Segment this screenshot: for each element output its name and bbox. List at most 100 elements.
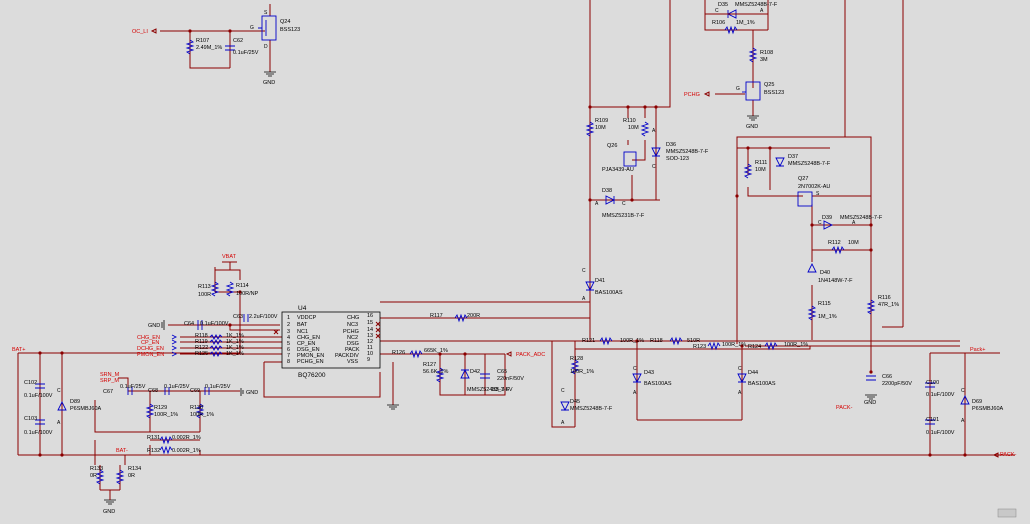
resistor-r132: R132 0.002R_1%	[147, 445, 201, 455]
u4-rpin-10-num: 10	[367, 351, 373, 357]
c67-value: 0.1uF/25V	[120, 384, 146, 390]
mosfet-q26: Q26 PJA3439-AU	[602, 143, 637, 173]
u4-rpin-16-name: CHG	[347, 315, 359, 321]
c102-ref: C102	[24, 380, 37, 386]
resistor-r106: R106 1M_1%	[712, 20, 755, 35]
r117-value: 200R	[467, 313, 480, 319]
zener-d35: D35 MMSZ5248B-7-F C A	[705, 2, 778, 19]
r114-value: 100R/NP	[236, 291, 259, 297]
u4-left-pins: 1 VDDCP 2 BAT 3 NC1 4 CHG_EN 5 CP_EN 6 D…	[287, 315, 324, 365]
resistor-r127: R127 56.6K_1%	[423, 362, 448, 383]
c101-value: 0.1uF/100V	[926, 430, 955, 436]
mosfet-q24: Q24 BSS123 G S D	[250, 10, 300, 50]
r109-ref: R109	[595, 118, 608, 124]
u4-rpin-10-name: PACKDIV	[335, 353, 359, 359]
r124-value: 100R_1%	[784, 342, 808, 348]
r115-ref: R115	[818, 301, 831, 307]
u4-part: BQ76200	[298, 372, 326, 379]
r111-value: 10M	[755, 167, 766, 173]
r124-ref: R124	[748, 344, 761, 350]
r118-value: 1K_1%	[226, 333, 244, 339]
r121-ref: R121	[582, 338, 595, 344]
capacitor-c62: C62 0.1uF/25V	[225, 38, 259, 56]
net-pack-minus-mid: PACK-	[836, 405, 853, 411]
c66-value: 2200pF/50V	[882, 381, 912, 387]
u4-lpin-1-name: VDDCP	[297, 315, 317, 321]
capacitor-c68: C68 0.1uF/25V	[148, 384, 190, 395]
net-pack-adc: PACK_ADC	[516, 352, 545, 358]
q25-pin-g: G	[736, 86, 740, 92]
zener-d45: D45 MMSZ5248B-7-F C A	[560, 388, 613, 426]
gnd-label-c64: GND	[148, 323, 160, 329]
resistor-r129: R129 100R_1%	[145, 403, 178, 419]
u4-lpin-2-name: BAT	[297, 322, 308, 328]
d69-ref: D69	[972, 399, 982, 405]
net-pmon-en: PMON_EN	[137, 352, 164, 358]
u4-lpin-6-name: DSG_EN	[297, 347, 320, 353]
capacitor-c103: C103 0.1uF/100V	[24, 416, 53, 436]
d69-pin-c: C	[961, 388, 965, 394]
d45-value: MMSZ5248B-7-F	[570, 406, 613, 412]
net-chg-en: CHG_EN	[137, 335, 160, 341]
net-bat-plus: BAT+	[12, 347, 26, 353]
c69-value: 0.1uF/25V	[205, 384, 231, 390]
diode-d44: D44 BAS100AS C A	[737, 366, 776, 396]
d41-ref: D41	[595, 278, 605, 284]
r126-value: 665K_1%	[424, 348, 448, 354]
input-resistors: R118 1K_1% R119 1K_1% R122 1K_1% R125 1K…	[171, 333, 244, 358]
net-srn: SRN_M	[100, 372, 120, 378]
u4-right-pins: CHG 16 NC3 15 PCHG 14 NC2 13 DSG 12 PACK…	[335, 313, 373, 365]
r108-ref: R108	[760, 50, 773, 56]
c103-ref: C103	[24, 416, 37, 422]
r133-ref: R133	[90, 466, 103, 472]
u4-lpin-7-name: PMON_EN	[297, 353, 324, 359]
d41-pin-a: A	[582, 296, 586, 302]
u4-lpin-5-name: CP_EN	[297, 341, 315, 347]
capacitor-c69: C69 0.1uF/25V	[190, 384, 231, 395]
d39-ref: D39	[822, 215, 832, 221]
capacitor-c65: C65 220nF/50V 1Ω_3.6V	[480, 369, 524, 393]
u4-rpin-12-name: DSG	[347, 341, 359, 347]
resistor-r109: R109 10M	[585, 118, 608, 137]
d37-value: MMSZ5248B-7-F	[788, 161, 831, 167]
gnd-label-r133: GND	[103, 509, 115, 515]
mosfet-q27: Q27 2N7002K-AU S	[797, 176, 830, 207]
resistor-r133: R133 0R	[90, 466, 105, 485]
mosfet-q25: Q25 BSS123 G	[736, 81, 784, 101]
resistor-r110: R110 10M	[623, 118, 650, 137]
d38-pin-c: C	[622, 201, 626, 207]
c65-value: 220nF/50V	[497, 376, 524, 382]
u4-lpin-1-num: 1	[287, 315, 290, 321]
capacitor-c64: C64 0.1uF/100V	[184, 320, 229, 330]
resistor-r123: R123 100R_1%	[693, 341, 746, 351]
q25-ref: Q25	[764, 82, 774, 88]
r116-ref: R116	[878, 295, 891, 301]
r127-ref: R127	[423, 362, 436, 368]
r106-ref: R106	[712, 20, 725, 26]
resistor-r121: R121 100R_1%	[582, 336, 644, 346]
ic-u4: U4 BQ76200 1 VDDCP 2 BAT 3 NC1 4 CHG_EN …	[273, 305, 381, 379]
corner-marker-icon	[997, 508, 1017, 518]
u4-rpin-15-num: 15	[367, 320, 373, 326]
c65-ref: C65	[497, 369, 507, 375]
r122-ref: R122	[195, 345, 208, 351]
r107-value: 2.49M_1%	[196, 45, 222, 51]
r133-value: 0R	[90, 473, 97, 479]
u4-rpin-16-num: 16	[367, 313, 373, 319]
d45-pin-a: A	[561, 420, 565, 426]
resistor-r113: R113 100R	[198, 281, 220, 298]
r125-ref: R125	[195, 351, 208, 357]
r112-ref: R112	[828, 240, 841, 246]
d43-pin-a: A	[633, 390, 637, 396]
q26-value: PJA3439-AU	[602, 167, 634, 173]
resistor-r108: R108 3M	[748, 47, 773, 63]
q26-ref: Q26	[607, 143, 617, 149]
resistor-r126: R126 665K_1%	[392, 348, 448, 359]
c100-value: 0.1uF/100V	[926, 392, 955, 398]
q27-ref: Q27	[798, 176, 808, 182]
c64-value: 0.1uF/100V	[200, 321, 229, 327]
r107-ref: R107	[196, 38, 209, 44]
r123-ref: R123	[693, 344, 706, 350]
r109-value: 10M	[595, 125, 606, 131]
c103-value: 0.1uF/100V	[24, 430, 53, 436]
